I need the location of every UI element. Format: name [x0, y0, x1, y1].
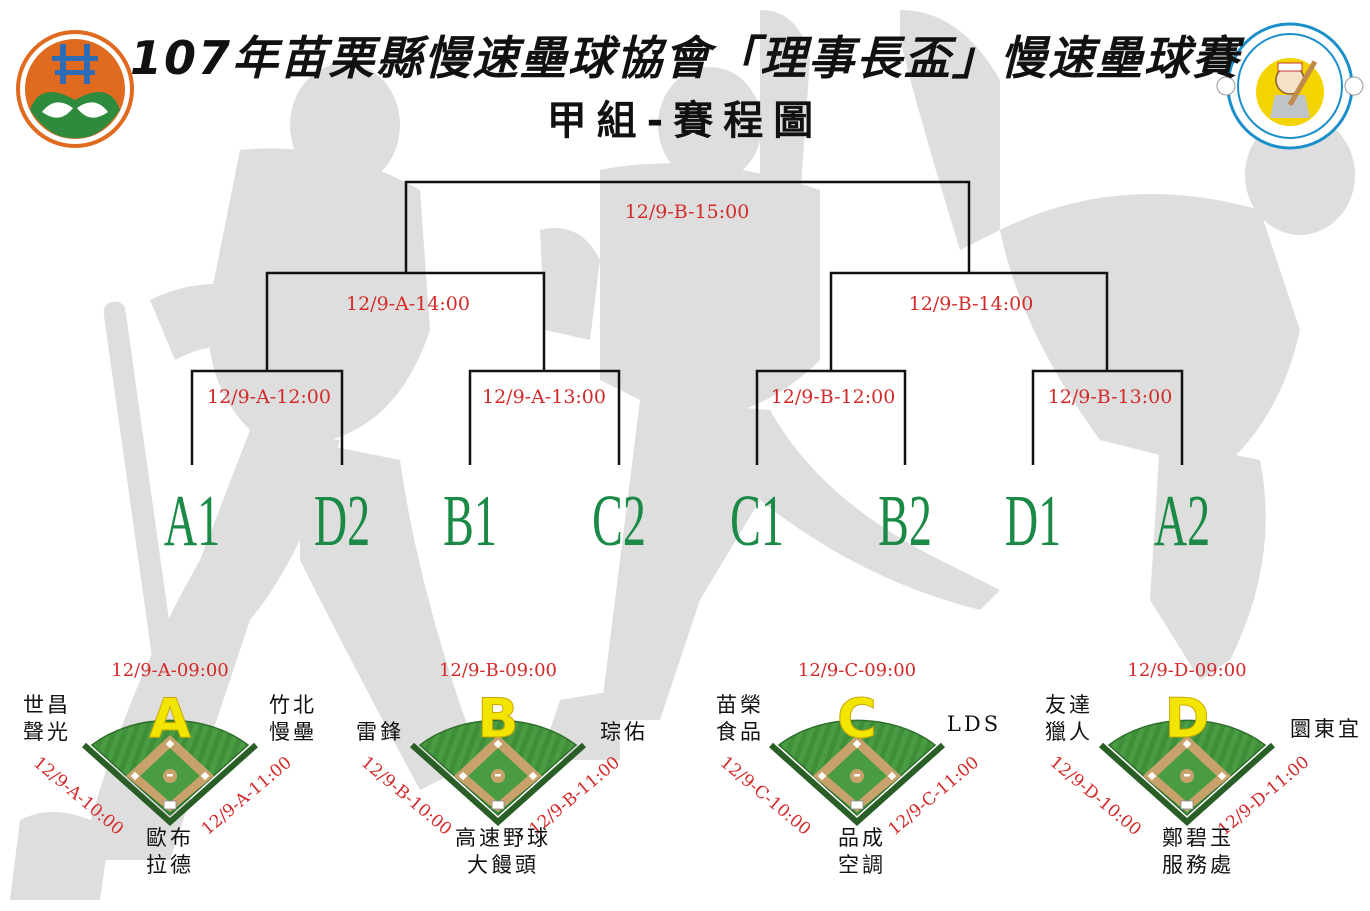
- pitchers-rubber: [1184, 774, 1190, 777]
- base: [1147, 771, 1157, 781]
- pitchers-rubber: [495, 774, 501, 777]
- pitchers-rubber: [167, 774, 173, 777]
- group-top-time: 12/9-B-09:00: [439, 660, 557, 681]
- home-plate: [1180, 800, 1194, 810]
- group-letter: D: [1165, 687, 1210, 750]
- foul-line-edge: [1098, 742, 1276, 827]
- miaoli-slow-pitch-softball-association-logo-icon: [1216, 22, 1364, 150]
- team-name-bottom: 拉德: [146, 853, 194, 877]
- group-letter: A: [149, 687, 191, 750]
- foul-line-edge: [768, 742, 946, 827]
- base: [1217, 771, 1227, 781]
- team-name-bottom: 空調: [838, 853, 886, 877]
- group-letter: C: [837, 687, 877, 750]
- pitchers-rubber: [854, 774, 860, 777]
- foul-line-edge: [81, 742, 259, 827]
- semifinal-time-label: 12/9-A-14:00: [346, 293, 470, 315]
- group-left-time: 12/9-D-10:00: [1046, 752, 1145, 840]
- base: [852, 739, 862, 749]
- seed-label: A2: [1154, 480, 1210, 562]
- home-plate: [163, 800, 177, 810]
- seed-label: C2: [592, 480, 646, 562]
- team-name-left: 獵人: [1045, 720, 1093, 744]
- bracket-lines: [190, 180, 1184, 465]
- group-letter: B: [477, 687, 518, 750]
- pitcher-silhouette-right-icon: [900, 10, 1355, 680]
- miaoli-county-emblem-icon: [16, 30, 134, 148]
- home-plate: [850, 800, 864, 810]
- team-name-left: 世昌: [23, 693, 71, 717]
- foul-line-edge: [409, 742, 587, 827]
- team-name-left: 苗榮: [716, 693, 764, 717]
- final-time-label: 12/9-B-15:00: [625, 201, 750, 223]
- quarterfinal-time-label: 12/9-A-12:00: [207, 386, 331, 408]
- quarterfinal-time-label: 12/9-B-12:00: [771, 386, 896, 408]
- team-name-right: 竹北: [269, 693, 317, 717]
- base: [458, 771, 468, 781]
- seed-label: D1: [1005, 480, 1061, 562]
- base: [493, 739, 503, 749]
- team-name-right: 琮佑: [600, 720, 648, 744]
- player-silhouettes-background: [10, 10, 1355, 900]
- team-name-bottom: 鄭碧玉: [1162, 826, 1234, 850]
- base: [1182, 739, 1192, 749]
- team-name-bottom: 歐布: [146, 826, 194, 850]
- group-left-time: 12/9-C-10:00: [716, 753, 814, 840]
- group-top-time: 12/9-C-09:00: [798, 660, 916, 681]
- group-top-time: 12/9-D-09:00: [1127, 660, 1246, 681]
- page-subtitle: 甲組-賽程圖: [546, 98, 824, 144]
- team-name-left: 雷鋒: [356, 720, 404, 744]
- seed-label: C1: [730, 480, 784, 562]
- base: [887, 771, 897, 781]
- group-top-time: 12/9-A-09:00: [111, 660, 228, 681]
- team-name-bottom: 服務處: [1162, 853, 1234, 877]
- seed-label: B1: [443, 480, 497, 562]
- seed-label: A1: [164, 480, 220, 562]
- team-name-right: 圜東宜: [1290, 717, 1362, 741]
- team-name-bottom: 品成: [838, 826, 886, 850]
- batter-silhouette-icon: [10, 63, 480, 900]
- base: [528, 771, 538, 781]
- base: [817, 771, 827, 781]
- bracket-labels: 12/9-B-15:00 12/9-A-14:00 12/9-B-14:00 12/9…: [164, 201, 1210, 562]
- team-name-left: 食品: [716, 720, 764, 744]
- team-name-right: 慢壘: [269, 720, 317, 744]
- team-name-bottom: 大饅頭: [467, 853, 539, 877]
- seed-label: D2: [314, 480, 370, 562]
- team-name-left: 友達: [1045, 693, 1093, 717]
- quarterfinal-time-label: 12/9-A-13:00: [482, 386, 606, 408]
- quarterfinal-time-label: 12/9-B-13:00: [1048, 386, 1173, 408]
- final-bracket-line: [404, 180, 971, 273]
- team-name-right: LDS: [947, 712, 1001, 736]
- team-name-left: 聲光: [23, 720, 71, 744]
- team-name-bottom: 高速野球: [455, 826, 551, 850]
- semifinal-time-label: 12/9-B-14:00: [909, 293, 1034, 315]
- pitcher-silhouette-center-icon: [540, 10, 1000, 760]
- page-title: 107年苗栗縣慢速壘球協會「理事長盃」慢速壘球賽: [129, 31, 1241, 85]
- seed-label: B2: [878, 480, 932, 562]
- home-plate: [491, 800, 505, 810]
